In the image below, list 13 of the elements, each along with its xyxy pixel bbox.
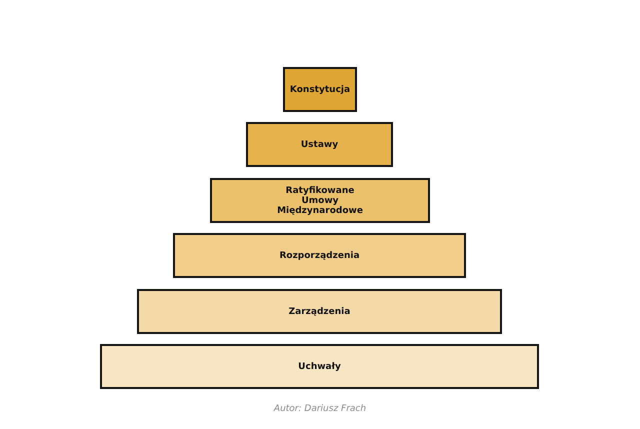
pyramid-level-box xyxy=(246,122,393,167)
level-label: Ustawy xyxy=(300,140,338,150)
level-label: Ratyfikowane Umowy Międzynarodowe xyxy=(277,186,363,216)
author-caption: Autor: Dariusz Frach xyxy=(274,404,366,414)
pyramid-level-box xyxy=(173,233,466,278)
level-label: Konstytucja xyxy=(290,84,350,94)
pyramid-level-box xyxy=(137,289,502,334)
pyramid-level-box xyxy=(100,344,539,389)
level-label: Zarządzenia xyxy=(288,306,350,316)
pyramid-level-box xyxy=(210,178,430,223)
level-label: Uchwały xyxy=(298,362,341,372)
pyramid-level-box xyxy=(283,67,357,112)
level-label: Rozporządzenia xyxy=(279,250,360,260)
